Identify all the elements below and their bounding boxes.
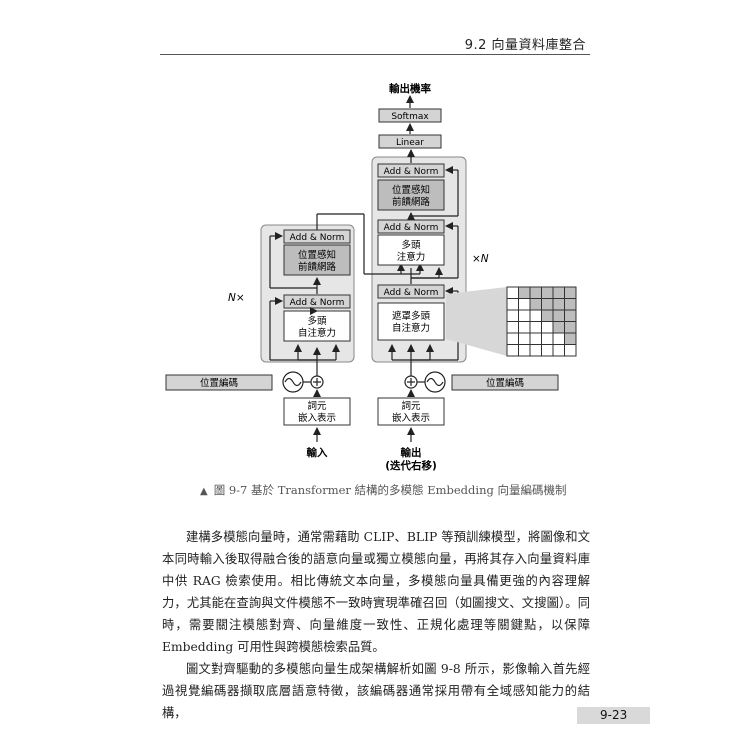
mask-cell <box>541 344 554 357</box>
dec-add-norm-mid: Add & Norm <box>384 223 439 233</box>
section-title: 9.2 向量資料庫整合 <box>464 38 586 53</box>
enc-add-norm-bottom-box <box>283 294 351 309</box>
enc-add-norm-bottom: Add & Norm <box>290 298 345 308</box>
mask-cell <box>506 321 519 334</box>
mask-cell <box>552 286 565 299</box>
dec-positional-encoding: 位置編碼 <box>486 377 524 389</box>
figure-caption: ▲ 圖 9-7 基於 Transformer 結構的多模態 Embedding 向… <box>200 482 600 498</box>
dec-ffn-line1: 位置感知 <box>392 184 430 196</box>
dec-ffn-box <box>377 179 445 211</box>
dec-add-norm-bottom: Add & Norm <box>384 288 439 298</box>
caption-text: 圖 9-7 基於 Transformer 結構的多模態 Embedding 向量… <box>213 483 567 497</box>
mask-cell <box>518 286 531 299</box>
page-header: 9.2 向量資料庫整合 <box>160 28 590 55</box>
transformer-diagram: Add & Norm 位置感知 前饋網路 Add & Norm 多頭 自注意力 … <box>165 82 577 472</box>
enc-attn-line1: 多頭 <box>307 315 327 327</box>
mask-cell <box>518 321 531 334</box>
mask-cell <box>541 332 554 345</box>
mask-cell <box>552 332 565 345</box>
mask-cell <box>529 298 542 311</box>
attention-mask-grid <box>506 286 577 357</box>
body-paragraph: 圖文對齊驅動的多模態向量生成架構解析如圖 9-8 所示，影像輸入首先經過視覺編碼… <box>162 662 590 721</box>
mask-cell <box>529 332 542 345</box>
page-number-tab <box>577 707 650 724</box>
enc-attn-line2: 自注意力 <box>298 327 336 339</box>
encoder-repeat-label: N× <box>228 292 245 304</box>
mask-cell <box>552 298 565 311</box>
dec-masked-line1: 遮罩多頭 <box>392 310 431 322</box>
dec-masked-attention-box <box>377 302 445 341</box>
mask-cell <box>506 332 519 345</box>
enc-self-attention-box <box>283 310 351 342</box>
mask-cell <box>529 344 542 357</box>
mask-cell <box>564 344 577 357</box>
mask-cell <box>518 298 531 311</box>
enc-embedding-line2: 嵌入表示 <box>298 412 336 424</box>
mask-cell <box>506 309 519 322</box>
mask-cell <box>529 286 542 299</box>
mask-cell <box>518 344 531 357</box>
mask-cell <box>529 309 542 322</box>
decoder-repeat-label: ×N <box>472 253 489 265</box>
dec-add-norm-top: Add & Norm <box>384 167 439 177</box>
mask-cell <box>506 344 519 357</box>
dec-embedding-box <box>377 397 445 426</box>
linear-box <box>378 134 442 149</box>
enc-positional-encoding: 位置編碼 <box>200 377 238 389</box>
mask-cell <box>564 286 577 299</box>
dec-embedding-line1: 詞元 <box>401 400 421 412</box>
mask-cell <box>541 286 554 299</box>
dec-cross-attn-line1: 多頭 <box>401 239 421 251</box>
dec-ffn-line2: 前饋網路 <box>392 196 431 208</box>
softmax-box <box>378 108 442 123</box>
linear-label: Linear <box>396 138 424 148</box>
dec-masked-line2: 自注意力 <box>392 322 430 334</box>
softmax-label: Softmax <box>391 112 429 122</box>
page-number: 9-23 <box>600 708 628 722</box>
enc-ffn-line1: 位置感知 <box>298 249 336 261</box>
mask-cell <box>506 298 519 311</box>
mask-cell <box>529 321 542 334</box>
enc-add-norm-top: Add & Norm <box>290 233 345 243</box>
body-paragraph: 建構多模態向量時，通常需藉助 CLIP、BLIP 等預訓練模型，將圖像和文本同時… <box>162 530 590 655</box>
mask-cell <box>564 321 577 334</box>
dec-cross-attention-box <box>377 234 445 266</box>
dec-add-norm-mid-box <box>377 219 445 234</box>
dec-add-norm-bottom-box <box>377 284 445 299</box>
enc-embedding-line1: 詞元 <box>307 400 327 412</box>
attention-mask-projection <box>446 287 507 356</box>
encoder-input-label: 輸入 <box>307 446 328 459</box>
mask-cell <box>564 309 577 322</box>
enc-ffn-line2: 前饋網路 <box>298 261 337 273</box>
dec-add-norm-top-box <box>377 163 445 178</box>
dec-positional-encoding-box <box>451 374 559 391</box>
mask-cell <box>552 321 565 334</box>
enc-embedding-box <box>283 397 351 426</box>
enc-positional-encoding-box <box>165 374 273 391</box>
dec-embedding-line2: 嵌入表示 <box>392 412 430 424</box>
decoder-input-line2: (迭代右移) <box>385 459 437 472</box>
mask-cell <box>552 309 565 322</box>
dec-cross-attn-line2: 注意力 <box>397 251 426 263</box>
mask-cell <box>564 332 577 345</box>
decoder-input-line1: 輸出 <box>401 446 422 459</box>
enc-ffn-box <box>283 244 351 276</box>
mask-cell <box>541 321 554 334</box>
caption-triangle-icon: ▲ <box>200 486 208 497</box>
mask-cell <box>506 286 519 299</box>
mask-cell <box>541 298 554 311</box>
mask-cell <box>518 332 531 345</box>
output-probabilities: 輸出機率 <box>389 82 431 95</box>
mask-cell <box>518 309 531 322</box>
mask-cell <box>552 344 565 357</box>
mask-cell <box>541 309 554 322</box>
mask-cell <box>564 298 577 311</box>
